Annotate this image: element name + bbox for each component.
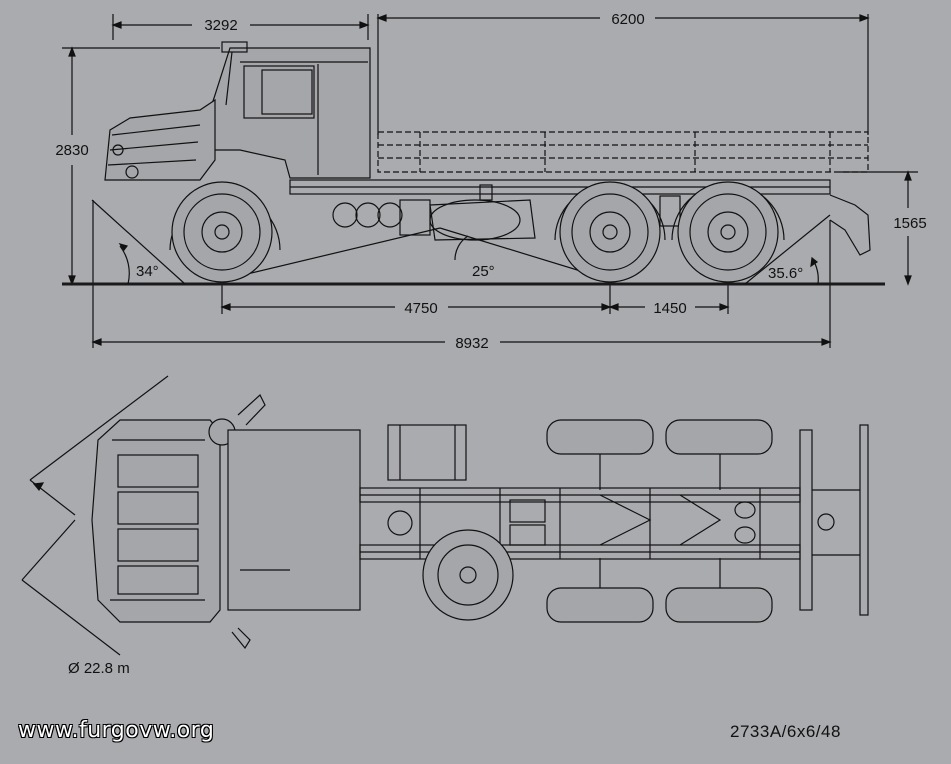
watermark: www.furgovw.org [18, 718, 215, 743]
dim-overall-length: 8932 [455, 335, 488, 352]
dim-cab-length: 3292 [204, 17, 237, 34]
rear-wheel-1 [559, 181, 661, 283]
top-view-truck [21, 375, 869, 656]
turning-circle-label: Ø 22.8 m [68, 660, 130, 677]
side-view-truck [104, 41, 871, 283]
dimension-lines [62, 14, 918, 348]
dim-frame-height: 1565 [893, 215, 926, 232]
angle-departure: 35.6° [768, 265, 803, 282]
model-code: 2733A/6x6/48 [730, 722, 841, 741]
angle-approach: 34° [136, 263, 159, 280]
dim-tandem-spacing: 1450 [653, 300, 686, 317]
dim-total-height: 2830 [55, 142, 88, 159]
ground-and-angles [62, 199, 885, 286]
rear-wheel-2 [677, 181, 779, 283]
dim-wheelbase: 4750 [404, 300, 437, 317]
angle-ramp: 25° [472, 263, 495, 280]
front-wheel [171, 181, 273, 283]
dim-body-length: 6200 [611, 11, 644, 28]
